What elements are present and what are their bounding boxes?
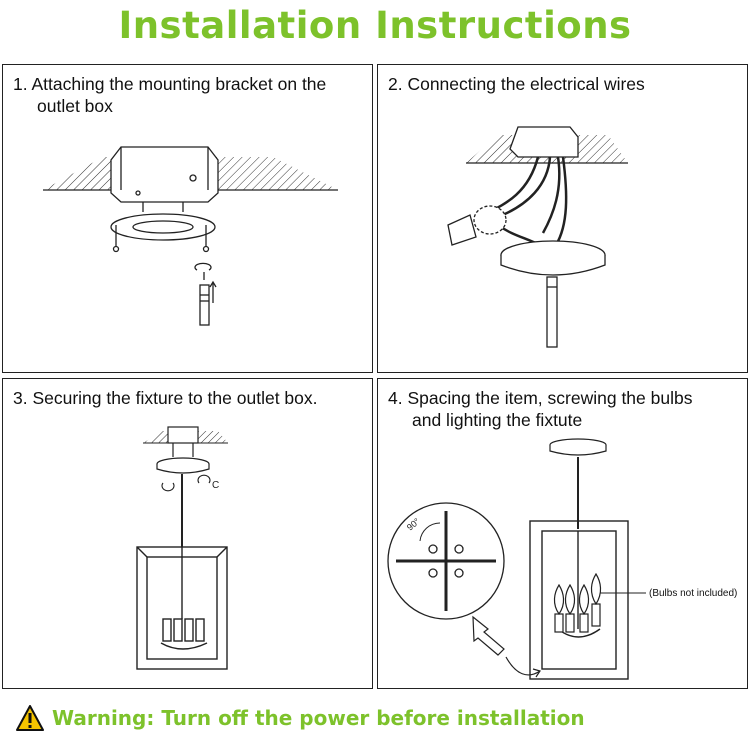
outlet-box-icon: [509, 126, 579, 158]
warning-banner: Warning: Turn off the power before insta…: [16, 705, 585, 731]
step-1-illustration: [43, 146, 338, 326]
step-2-caption: 2. Connecting the electrical wires: [388, 73, 739, 95]
step-4-illustration: 90° (Bulbs not included): [387, 438, 737, 680]
canopy-icon: [156, 443, 210, 474]
svg-text:C: C: [212, 480, 219, 491]
step-4-panel: 4. Spacing the item, screwing the bulbs …: [377, 378, 748, 689]
mounting-bracket-icon: [110, 202, 216, 241]
screw-icon: [112, 225, 210, 253]
up-arrow-icon: [472, 615, 505, 656]
step-4-line-2: and lighting the fixtute: [412, 410, 583, 430]
outlet-box-icon: [110, 146, 219, 203]
step-3-panel: 3. Securing the fixture to the outlet bo…: [2, 378, 373, 689]
down-rod-icon: [546, 276, 558, 348]
step-4-caption: 4. Spacing the item, screwing the bulbs …: [388, 387, 739, 431]
threaded-pipe-icon: [194, 262, 217, 326]
step-1-line-1: 1. Attaching the mounting bracket on the: [13, 74, 327, 94]
step-3-illustration: C: [136, 426, 228, 670]
spacing-detail-icon: [387, 502, 505, 620]
step-1-panel: 1. Attaching the mounting bracket on the…: [2, 64, 373, 373]
step-3-line-1: 3. Securing the fixture to the outlet bo…: [13, 388, 318, 408]
step-2-illustration: [447, 126, 628, 348]
pendant-lantern-icon: [529, 520, 629, 680]
rotation-arrow-icon: C: [161, 474, 219, 492]
step-1-line-2: outlet box: [37, 96, 113, 116]
wire-nut-icon: [447, 205, 507, 246]
outlet-box-icon: [167, 426, 199, 444]
canopy-icon: [500, 240, 606, 276]
electrical-wires-icon: [482, 156, 568, 256]
step-2-panel: 2. Connecting the electrical wires: [377, 64, 748, 373]
pendant-lantern-icon: [136, 546, 228, 670]
page-title: Installation Instructions: [118, 4, 632, 47]
warning-triangle-icon: [16, 705, 44, 731]
bulbs-note: (Bulbs not included): [649, 588, 737, 599]
step-4-line-1: 4. Spacing the item, screwing the bulbs: [388, 388, 693, 408]
step-3-caption: 3. Securing the fixture to the outlet bo…: [13, 387, 364, 409]
rotation-arrow-icon: [505, 656, 541, 678]
canopy-icon: [549, 438, 607, 456]
step-2-line-1: 2. Connecting the electrical wires: [388, 74, 645, 94]
step-1-caption: 1. Attaching the mounting bracket on the…: [13, 73, 364, 117]
warning-text: Warning: Turn off the power before insta…: [52, 706, 585, 730]
candle-bulb-icon: [553, 572, 602, 633]
